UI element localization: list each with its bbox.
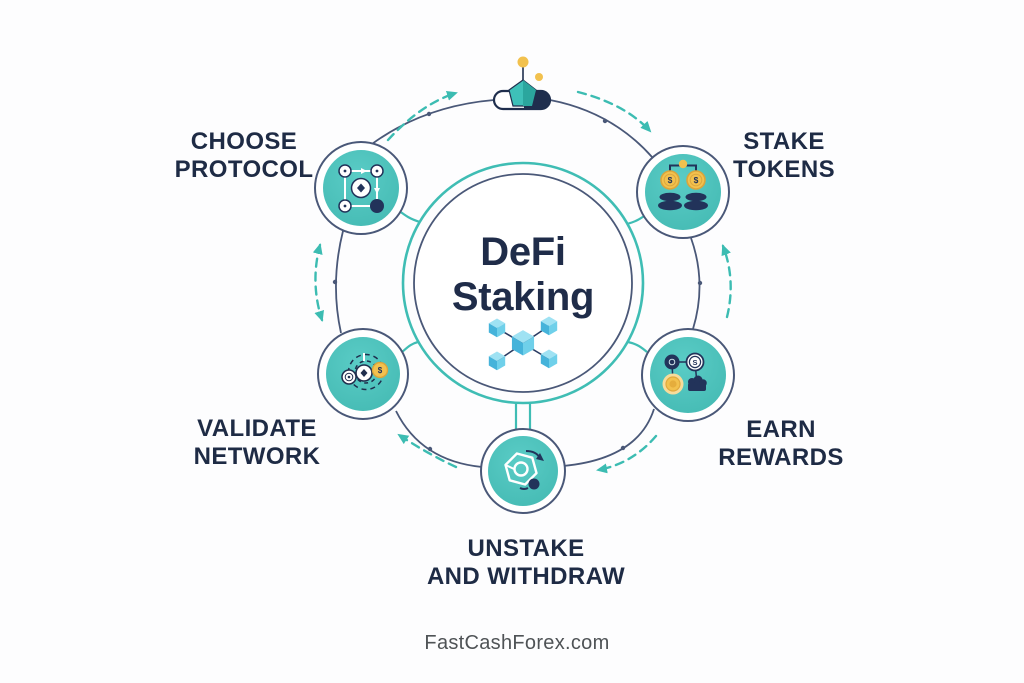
label-unstake-withdraw: UNSTAKE AND WITHDRAW [426,535,626,591]
label-validate-network: VALIDATE NETWORK [193,415,321,471]
svg-text:$: $ [668,175,673,185]
arrow-earn-to-unstake [596,434,658,474]
arrow-earn-to-stake [721,244,732,319]
protocol-network-icon [338,164,384,213]
node-validate-network: $ [317,328,409,420]
coin-pile-glyph [688,375,707,391]
svg-text:$: $ [378,366,383,375]
center-hub [401,161,645,405]
node-earn-rewards: S [641,328,735,422]
label-choose-protocol: CHOOSE PROTOCOL [174,128,314,184]
diagram-title: DeFi Staking [451,230,595,319]
hub-connectors [397,209,648,431]
flow-arrows [312,90,732,474]
node-unstake-withdraw [480,428,566,514]
svg-text:S: S [692,358,697,367]
node-stake-tokens: $ $ [636,145,730,239]
staking-capsule-icon [492,56,552,111]
hexagon-cycle-icon [504,450,544,490]
radar-coins-icon: $ [341,353,389,391]
cycle-ring-dots [332,111,703,452]
footer-website: FastCashForex.com [424,632,610,654]
coin-stacks-icon: $ $ [658,159,708,211]
arrow-unstake-to-validate [397,433,458,469]
label-earn-rewards: EARN REWARDS [718,416,844,472]
reward-coins-icon: S [662,352,707,395]
label-stake-tokens: STAKE TOKENS [733,128,835,184]
arrow-top-to-stake [576,90,652,133]
node-choose-protocol [314,141,408,235]
svg-text:$: $ [694,175,699,185]
arrow-choose-to-top [386,90,458,142]
arrow-choose-validate-double [312,243,324,322]
blockchain-cubes-icon [488,316,558,371]
